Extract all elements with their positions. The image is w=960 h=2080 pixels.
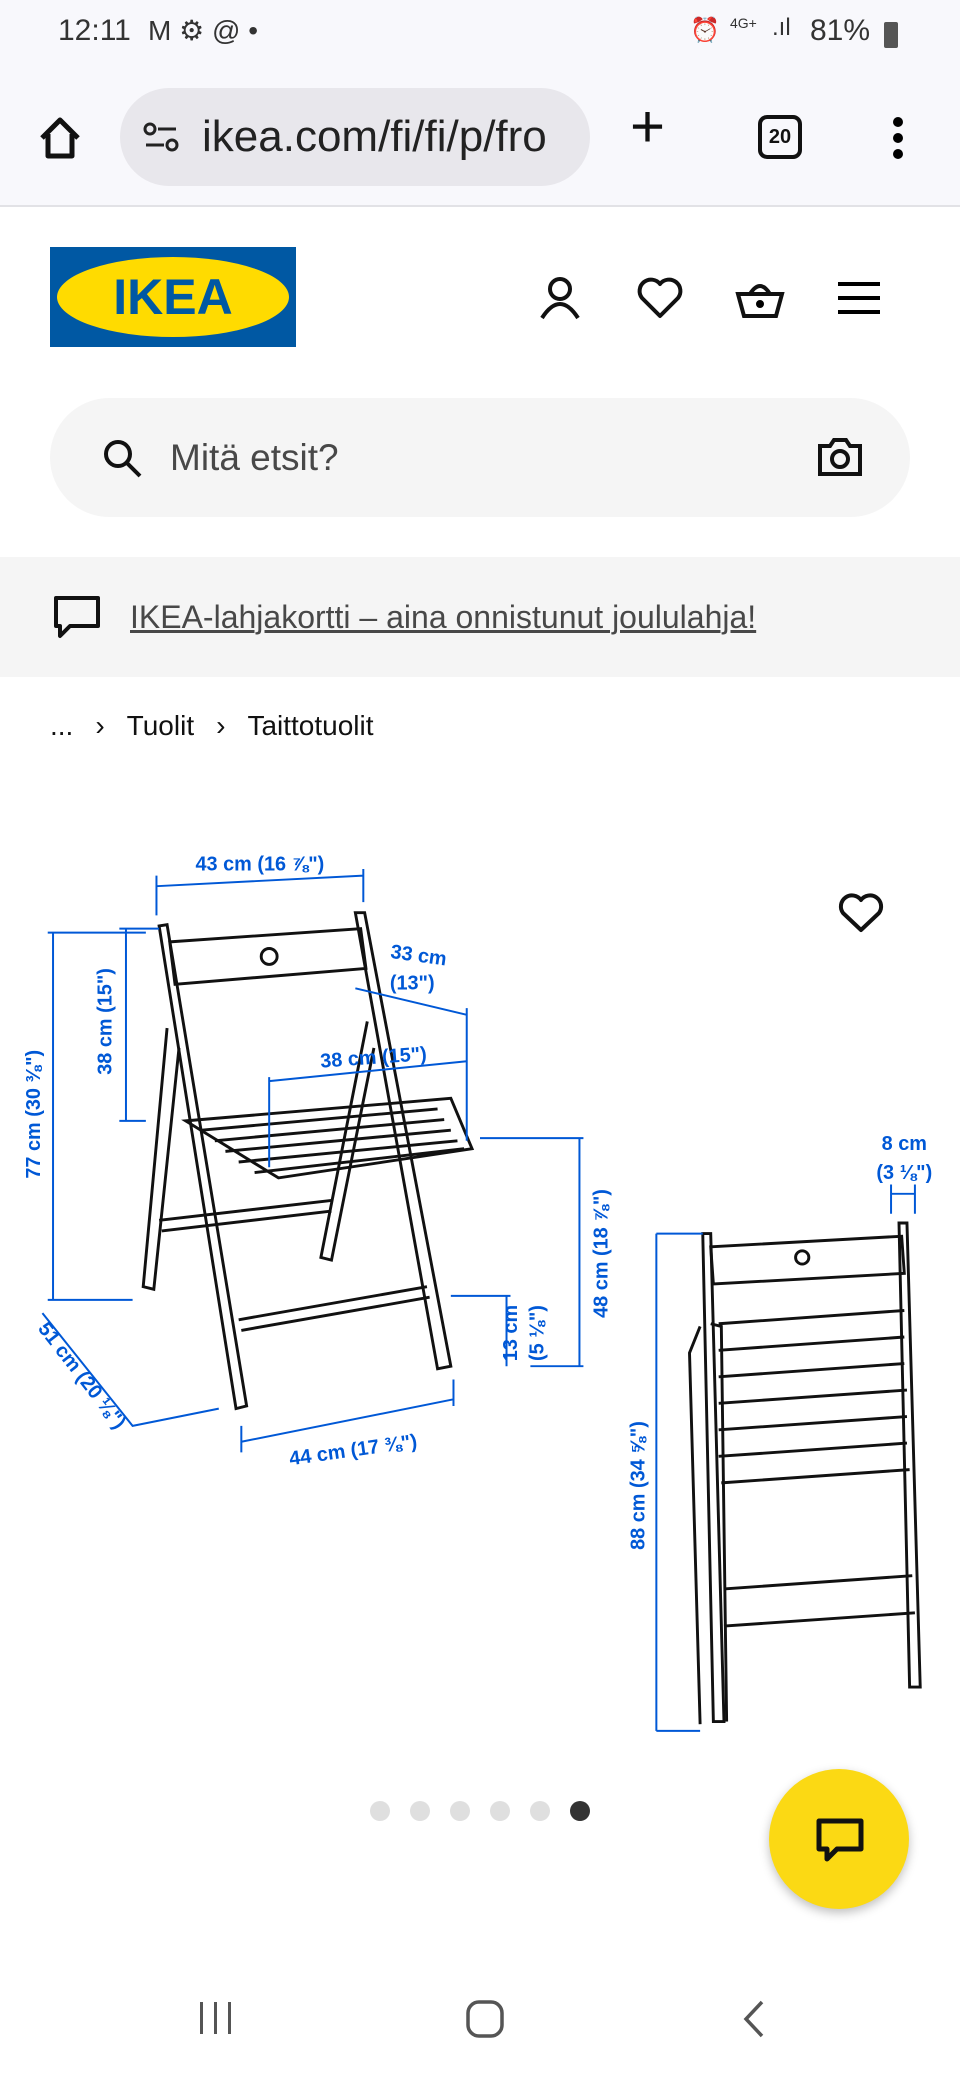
android-nav-bar <box>0 1960 960 2080</box>
carousel-dot[interactable] <box>370 1801 390 1821</box>
search-icon <box>104 439 142 477</box>
chat-button[interactable] <box>769 1769 909 1909</box>
chat-icon <box>816 1818 864 1862</box>
more-menu-icon[interactable] <box>890 114 906 162</box>
dim-back-depth: 33 cm <box>389 941 448 971</box>
network-label: 4G+ <box>730 15 757 31</box>
dim-back-height: 38 cm (15") <box>94 968 116 1075</box>
breadcrumb-item[interactable]: Taittotuolit <box>247 710 374 741</box>
carousel-dot-active[interactable] <box>570 1801 590 1821</box>
user-icon[interactable] <box>536 274 584 322</box>
carousel-dot[interactable] <box>450 1801 470 1821</box>
new-tab-icon[interactable]: + <box>630 93 666 160</box>
promo-link[interactable]: IKEA-lahjakortti – aina onnistunut joulu… <box>130 598 757 635</box>
speech-bubble-icon <box>54 596 100 638</box>
site-settings-icon[interactable] <box>140 119 184 155</box>
menu-icon[interactable] <box>838 280 882 316</box>
carousel-dot[interactable] <box>490 1801 510 1821</box>
dim-seat-height: 48 cm (18 ⅞") <box>590 1189 612 1318</box>
dim-seat-width: 38 cm (15") <box>320 1043 428 1072</box>
tab-count-button[interactable]: 20 <box>758 115 802 159</box>
basket-icon[interactable] <box>734 274 786 322</box>
gmail-icon: M ⚙ @ • <box>148 15 258 46</box>
breadcrumb-ellipsis[interactable]: ... <box>50 710 74 741</box>
url-text[interactable]: ikea.com/fi/fi/p/fro <box>202 112 547 161</box>
dimension-lines <box>41 868 916 1732</box>
home-icon[interactable] <box>36 114 84 162</box>
dimension-labels: 43 cm (16 ⅞") 33 cm (13") 38 cm (15") 38… <box>23 853 932 1550</box>
chevron-right-icon: › <box>95 710 105 741</box>
url-bar[interactable]: ikea.com/fi/fi/p/fro <box>120 88 590 186</box>
breadcrumb-item[interactable]: Tuolit <box>126 710 195 741</box>
chevron-right-icon: › <box>216 710 226 741</box>
alarm-icon: ⏰ <box>690 17 720 44</box>
camera-icon[interactable] <box>816 436 864 478</box>
logo-text: IKEA <box>113 269 232 325</box>
dim-total-height: 77 cm (30 ⅜") <box>23 1050 45 1179</box>
browser-toolbar: ikea.com/fi/fi/p/fro + 20 <box>0 62 960 207</box>
ikea-logo[interactable]: IKEA <box>50 247 296 347</box>
breadcrumb: ... › Tuolit › Taittotuolit <box>50 710 374 742</box>
search-input[interactable]: Mitä etsit? <box>170 436 339 478</box>
search-bar[interactable]: Mitä etsit? <box>50 398 910 517</box>
recent-apps-icon[interactable] <box>196 1998 236 2038</box>
carousel-dot[interactable] <box>530 1801 550 1821</box>
signal-icon: .ıl <box>772 14 791 41</box>
back-icon[interactable] <box>738 1998 768 2040</box>
dim-rung-height-in: (5 ⅛") <box>527 1305 549 1361</box>
heart-icon[interactable] <box>636 274 684 322</box>
chair-drawing <box>141 911 922 1725</box>
dim-depth: 51 cm (20 ⅛") <box>33 1318 130 1433</box>
battery-level: 81% <box>810 14 871 47</box>
dim-folded-depth-in: (3 ⅛") <box>876 1162 932 1184</box>
dim-width-bottom: 44 cm (17 ⅜") <box>288 1431 419 1471</box>
carousel-dot[interactable] <box>410 1801 430 1821</box>
dim-back-depth-in: (13") <box>390 973 435 995</box>
promo-banner[interactable]: IKEA-lahjakortti – aina onnistunut joulu… <box>0 557 960 677</box>
home-nav-icon[interactable] <box>464 1998 506 2040</box>
dim-folded-depth: 8 cm <box>882 1133 927 1155</box>
battery-icon <box>884 22 898 48</box>
status-bar: 12:11 M ⚙ @ • ⏰ 4G+ .ıl 81% <box>0 0 960 62</box>
clock: 12:11 <box>58 14 131 47</box>
dim-folded-height: 88 cm (34 ⅝") <box>627 1421 649 1550</box>
favorite-heart-icon[interactable] <box>838 892 884 934</box>
dim-width-top: 43 cm (16 ⅞") <box>196 853 325 875</box>
dim-rung-height: 13 cm <box>500 1305 522 1361</box>
